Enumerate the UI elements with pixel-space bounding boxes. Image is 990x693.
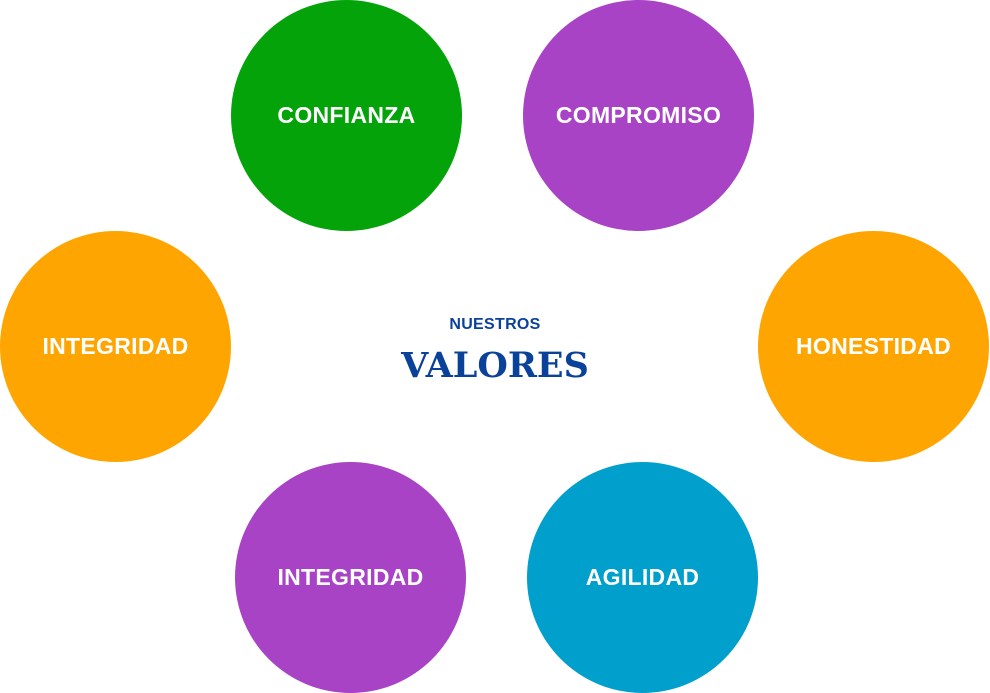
value-label: INTEGRIDAD: [42, 333, 189, 359]
value-label: AGILIDAD: [585, 564, 700, 590]
value-circle-honestidad: HONESTIDAD: [758, 231, 989, 462]
value-circle-integridad-left: INTEGRIDAD: [0, 231, 231, 462]
value-circle-confianza: CONFIANZA: [231, 0, 462, 231]
value-circle-compromiso: COMPROMISO: [523, 0, 754, 231]
value-label: INTEGRIDAD: [277, 564, 424, 590]
center-heading: NUESTROS VALORES: [345, 312, 645, 390]
value-label: COMPROMISO: [555, 102, 722, 128]
value-circle-agilidad: AGILIDAD: [527, 462, 758, 693]
value-label: CONFIANZA: [277, 102, 416, 128]
value-circle-integridad-bottom: INTEGRIDAD: [235, 462, 466, 693]
heading-title: VALORES: [401, 345, 589, 386]
heading-subtitle: NUESTROS: [449, 316, 541, 333]
value-label: HONESTIDAD: [795, 333, 952, 359]
